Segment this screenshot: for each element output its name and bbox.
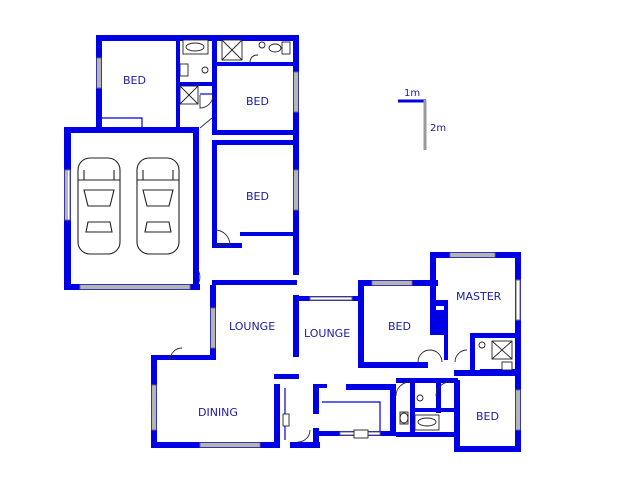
room-label-lounge-left: LOUNGE (229, 320, 275, 333)
scale-1m-label: 1m (404, 88, 420, 99)
room-label-bed-right: BED (388, 320, 411, 333)
room-labels: BED BED BED LOUNGE LOUNGE BED MASTER DIN… (123, 74, 502, 423)
room-label-bed-mid: BED (246, 190, 269, 203)
partition-lines (102, 93, 381, 440)
room-label-master: MASTER (456, 290, 502, 303)
room-label-bed-top-mid: BED (246, 95, 269, 108)
doors (169, 54, 468, 443)
scale-indicator: 1m 2m (398, 88, 446, 150)
room-label-bed-bottom-right: BED (476, 410, 499, 423)
car-left (77, 157, 121, 255)
car-right (136, 157, 180, 255)
scale-2m-label: 2m (430, 123, 446, 134)
room-label-lounge-right: LOUNGE (304, 327, 350, 340)
walls (64, 35, 521, 452)
windows (64, 57, 521, 448)
room-label-bed-top-left: BED (123, 74, 146, 87)
bathroom-fixtures (179, 39, 513, 439)
room-label-dining: DINING (198, 406, 238, 419)
